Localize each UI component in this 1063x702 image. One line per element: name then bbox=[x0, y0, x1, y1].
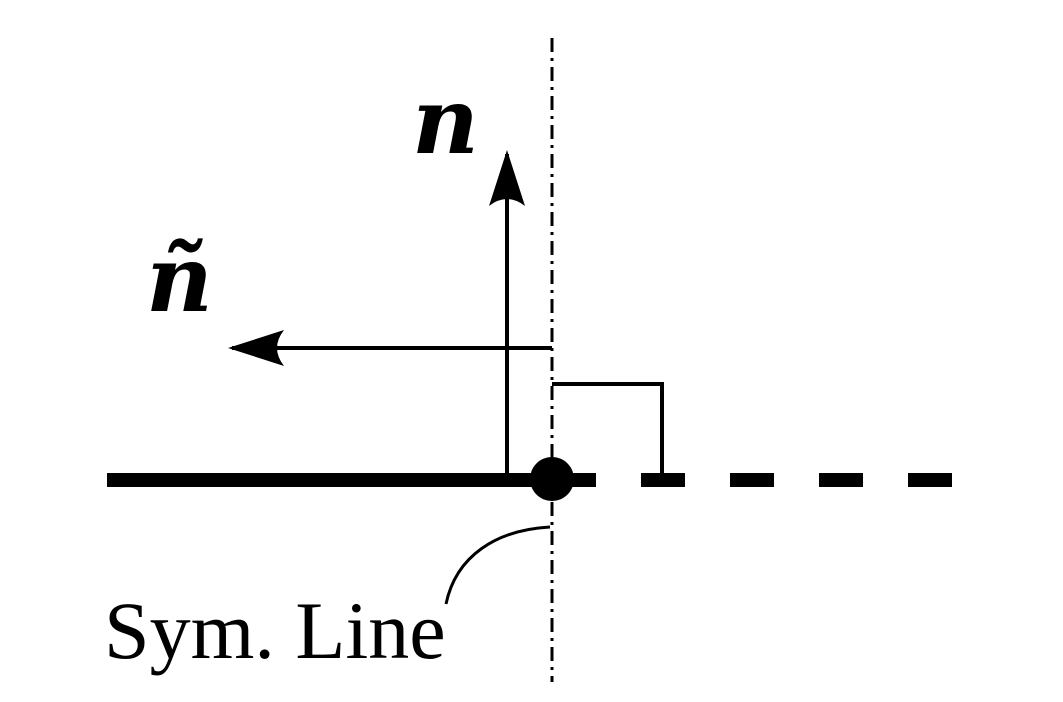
n-tilde-label: ñ bbox=[146, 225, 213, 333]
symmetry-point bbox=[530, 457, 574, 501]
offset-bracket bbox=[552, 382, 664, 474]
symmetry-line-leader bbox=[444, 525, 551, 605]
symmetry-line-caption: Sym. Line bbox=[104, 585, 446, 676]
n-label: n bbox=[412, 67, 479, 175]
